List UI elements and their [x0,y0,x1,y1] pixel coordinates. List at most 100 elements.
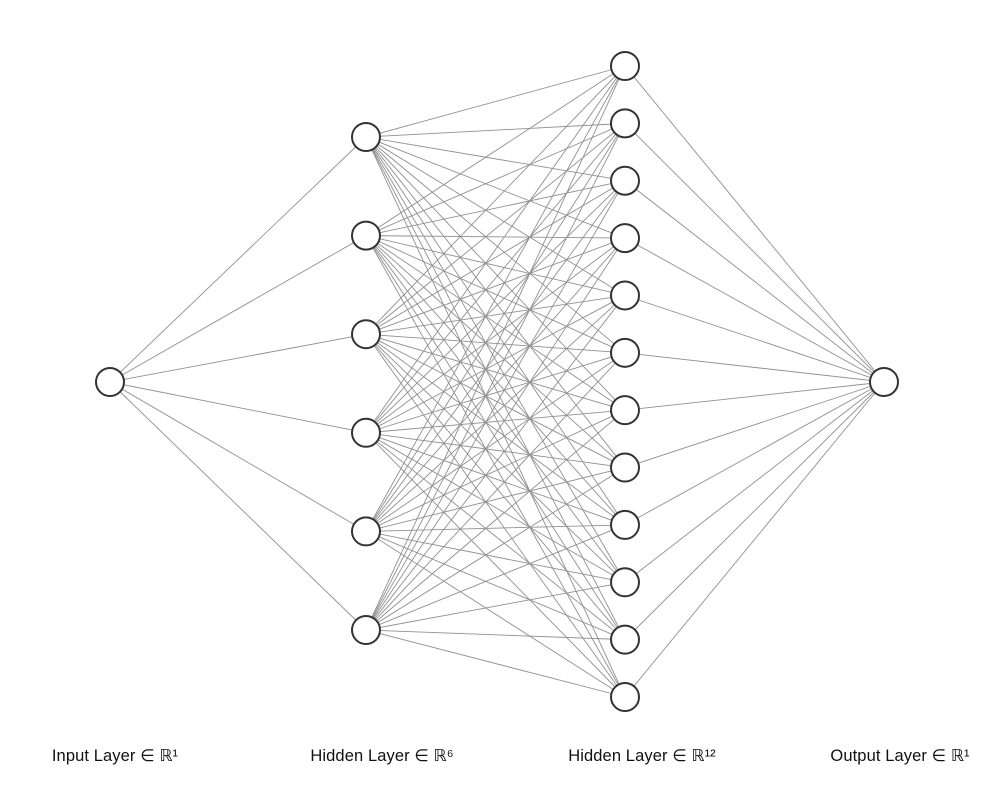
neuron-hidden-1-5 [351,516,381,547]
edge [365,295,626,532]
neuron-hidden-2-7 [610,395,640,426]
edge [365,581,626,631]
layer-label-hidden-2: Hidden Layer ∈ ℝ¹² [568,747,716,765]
edge [365,295,626,434]
edge [365,235,626,583]
neuron-input-1 [95,367,125,397]
edge [624,180,885,383]
neuron-hidden-2-11 [610,624,640,655]
edge [365,235,626,296]
edge [365,235,626,468]
edge [365,235,626,640]
edge [365,136,626,526]
edge [365,123,626,434]
edge [365,352,626,434]
edge [109,333,367,383]
edge [624,381,885,526]
edge [365,467,626,532]
edge [624,237,885,383]
edge [365,235,626,698]
edge [365,432,626,640]
edge [365,235,626,411]
edge [624,381,885,640]
neuron-hidden-1-4 [351,417,381,448]
edge [365,123,626,532]
edge [365,432,626,583]
edge [365,629,626,698]
edge [624,381,885,583]
edge [365,432,626,526]
edge [109,136,367,383]
edge [365,530,626,641]
neuron-hidden-2-8 [610,452,640,483]
edge [624,65,885,383]
edge [624,381,885,468]
edge [365,136,626,411]
neuron-output-1 [869,367,899,397]
edge [365,432,626,698]
edge [365,409,626,631]
edge [365,136,626,354]
edge [365,122,626,138]
edge [624,295,885,383]
edge [365,295,626,631]
edge [365,136,626,698]
edge [365,333,626,583]
edge [365,237,626,434]
edge [109,381,367,631]
neuron-hidden-2-6 [610,337,640,368]
edge [365,524,626,532]
neuron-hidden-1-6 [351,615,381,645]
edge [624,123,885,383]
edge [365,65,626,138]
edge [365,352,626,631]
edge [109,381,367,434]
neuron-hidden-2-3 [610,165,640,196]
edge [365,237,626,631]
edge [365,524,626,631]
edge [365,65,626,236]
neuron-hidden-2-10 [610,567,640,598]
neuron-hidden-2-12 [610,682,640,712]
edge [624,381,885,411]
edge [365,180,626,335]
edge [365,136,626,468]
edge [365,235,626,526]
edge [365,333,626,354]
edge [109,235,367,383]
edge [365,136,626,239]
layer-label-output: Output Layer ∈ ℝ¹ [830,747,970,765]
edge [365,136,626,640]
neuron-hidden-2-9 [610,509,640,540]
edge [624,381,885,698]
edges-group [109,65,885,698]
edge [365,65,626,434]
neuron-hidden-2-1 [610,51,640,81]
edge [365,180,626,434]
edge [365,629,626,641]
edge [365,235,626,354]
edge [365,352,626,532]
edge [365,237,626,532]
edge [109,381,367,532]
edge [365,333,626,698]
neurons-group [95,51,899,712]
layer-label-hidden-1: Hidden Layer ∈ ℝ⁶ [310,747,454,765]
edge [365,409,626,532]
edge [365,180,626,631]
edge [365,180,626,237]
edge [365,432,626,468]
neuron-hidden-2-4 [610,223,640,254]
edge [365,65,626,335]
edge [365,136,626,182]
edge [365,295,626,335]
neuron-hidden-1-1 [351,122,381,152]
edge [365,530,626,583]
neuron-hidden-1-2 [351,220,381,251]
edge [365,65,626,532]
edge [365,122,626,237]
edge [365,123,626,335]
edge [365,333,626,526]
